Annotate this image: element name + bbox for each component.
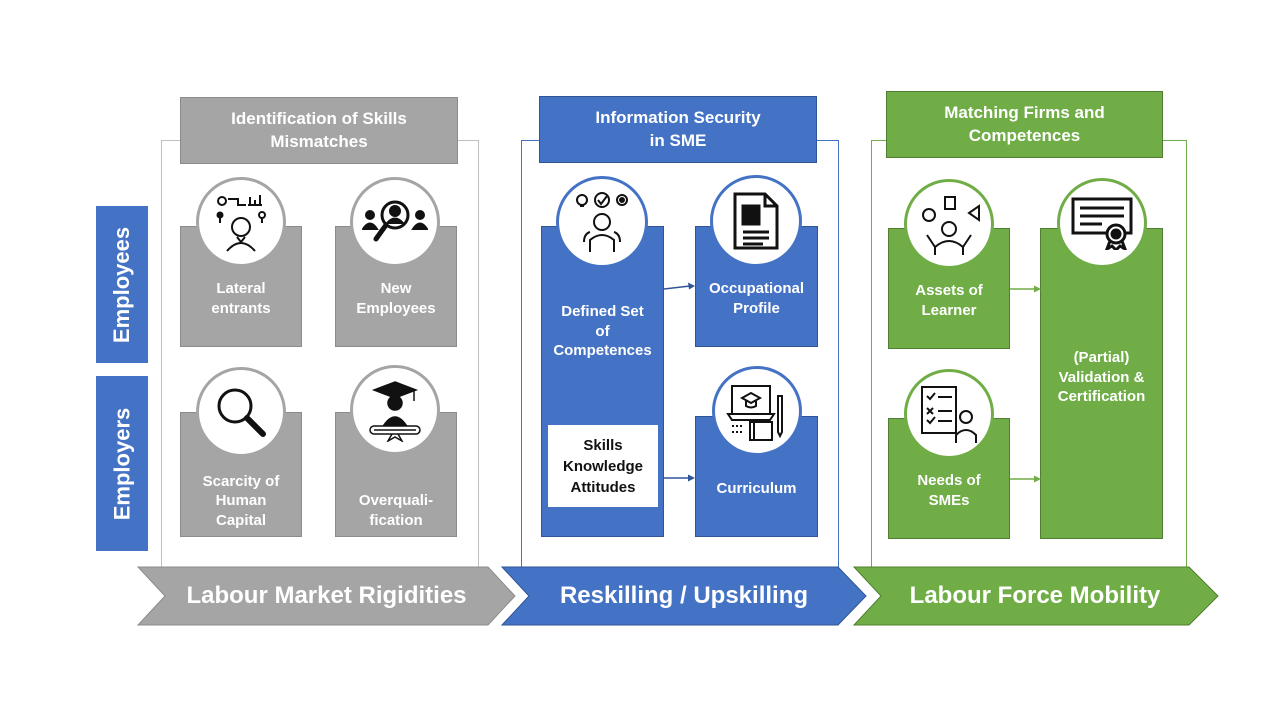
card-line: of (595, 322, 610, 340)
labour-market-chevron (136, 566, 516, 626)
card-line: Curriculum (716, 479, 797, 497)
overqualification-circle (350, 365, 440, 455)
header-line: Matching Firms and (944, 103, 1105, 123)
thinking-person-icon (216, 195, 266, 252)
card-line: New (380, 280, 412, 297)
card-line: Assets of (915, 282, 983, 299)
employers-label: Employers (96, 376, 148, 551)
card-line: Overquali- (358, 492, 434, 509)
reskilling-chevron (500, 566, 867, 626)
mobility-banner: Labour Force Mobility (909, 582, 1161, 609)
graduate-icon (369, 381, 421, 442)
header-line: in SME (649, 130, 707, 150)
juggling-person-icon (922, 196, 980, 255)
card-line: Lateral (216, 280, 266, 297)
labour-market-banner: Labour Market Rigidities (186, 582, 467, 609)
ska-line: Attitudes (570, 478, 636, 496)
needs-circle (904, 369, 994, 459)
employees-label: Employees (96, 206, 148, 363)
arrow-assets-to-validation (1010, 285, 1041, 293)
card-line: Learner (921, 301, 977, 319)
card-line: SMEs (928, 491, 970, 509)
magnifying-glass-icon (217, 388, 266, 437)
defined-competences-text: Defined Set of Competences (541, 302, 664, 361)
arrow-to-occupational (664, 282, 695, 290)
validation-circle (1057, 178, 1147, 268)
card-line: Competences (553, 342, 652, 359)
header-line: Identification of Skills (231, 109, 407, 129)
arrow-needs-to-validation (1010, 475, 1041, 483)
profile-document-icon (733, 192, 779, 250)
reskilling-banner: Reskilling / Upskilling (559, 582, 809, 609)
curriculum-circle (712, 366, 802, 456)
scarcity-circle (196, 367, 286, 457)
validation-text: (Partial) Validation & Certification (1040, 348, 1163, 407)
lateral-entrants-card: Lateral entrants (180, 226, 302, 347)
laptop-notebook-icon (726, 385, 783, 441)
card-line: fication (369, 511, 423, 529)
new-employees-circle (350, 177, 440, 267)
header-line: Competences (968, 125, 1081, 145)
card-line: Occupational (708, 280, 805, 297)
card-line: (Partial) (1073, 349, 1130, 366)
ska-line: Knowledge (562, 457, 643, 475)
checklist-person-icon (921, 386, 977, 443)
magnifier-people-icon (362, 200, 428, 242)
card-line: Profile (733, 299, 780, 317)
card-line: entrants (211, 299, 271, 317)
card-line: Needs of (917, 472, 981, 489)
card-line: Defined Set (561, 303, 644, 320)
occupational-circle (710, 175, 802, 267)
card-line: Capital (215, 511, 266, 529)
card-line: Employees (356, 299, 436, 317)
lateral-circle (196, 177, 286, 267)
validation-card (1040, 228, 1163, 539)
assets-circle (904, 179, 994, 269)
mobility-chevron (852, 566, 1219, 626)
ska-line: Skills (583, 436, 623, 454)
ideas-person-icon (576, 192, 628, 252)
header-line: Mismatches (270, 131, 368, 151)
card-line: Human (215, 492, 267, 509)
header-line: Information Security (595, 108, 761, 128)
certificate-icon (1071, 197, 1133, 250)
defined-circle (556, 176, 648, 268)
card-line: Scarcity of (202, 472, 280, 490)
card-line: Validation & (1058, 368, 1145, 386)
card-line: Certification (1057, 388, 1146, 405)
arrow-to-curriculum (664, 474, 695, 482)
